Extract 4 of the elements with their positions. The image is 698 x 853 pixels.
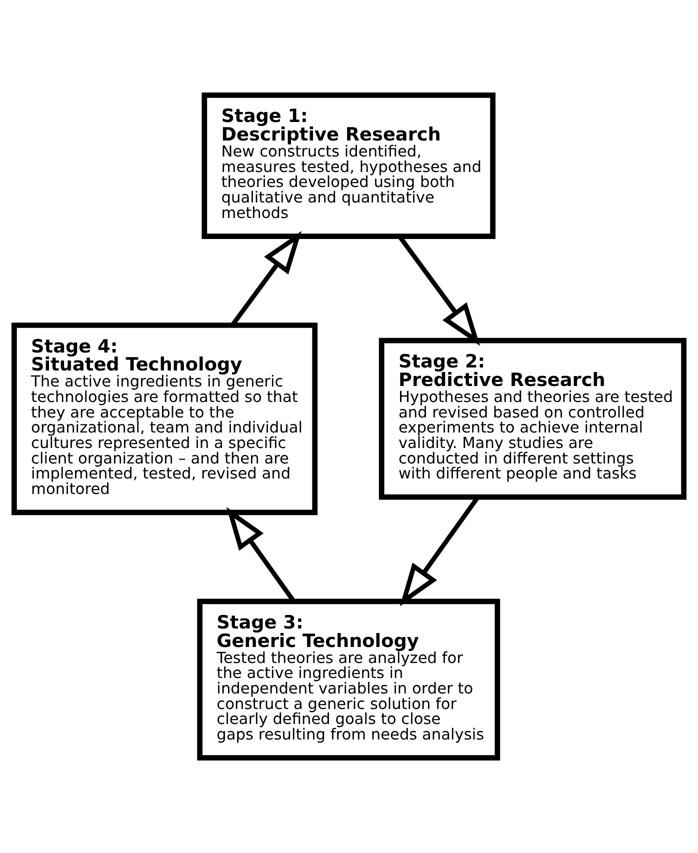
node-box: Stage 2: Predictive Research Hypotheses and theories are tested and revised based on controlled experiments to achieve internal validity. Many studies are conducted in different settings with different people and tasks	[378, 338, 686, 500]
node-box: Stage 3: Generic Technology Tested theories are analyzed for the active ingredients in independent variables in order to construct a generic solution for clearly defined goals to close gaps resulting from needs analysis	[197, 598, 500, 761]
node-box: Stage 1: Descriptive Research New constructs identified, measures tested, hypotheses and theories developed using both qualitative and quantitative methods	[202, 92, 496, 239]
node-box: Stage 4: Situated Technology The active ingredients in generic technologies are formatted so that they are acceptable to the organizational, team and individual cultures represented in a specific client organization – and then are implemented, tested, revised and monitored	[12, 322, 318, 516]
